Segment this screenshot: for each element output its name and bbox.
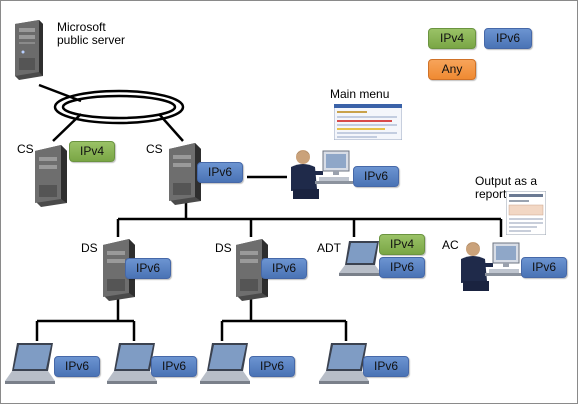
adt-ipv6-badge: IPv6 (379, 257, 425, 278)
main-menu-screenshot-icon (333, 103, 403, 145)
ring-to-cs-right-line (158, 113, 184, 142)
cs-left-label: CS (17, 142, 34, 156)
cs-left-badge: IPv4 (69, 141, 115, 162)
laptop-1-icon (5, 341, 57, 390)
laptop-4-badge: IPv6 (363, 356, 409, 377)
ms-server-label: Microsoft public server (57, 20, 126, 47)
laptop-1-badge: IPv6 (54, 356, 100, 377)
legend-ipv6: IPv6 (484, 28, 532, 49)
laptop-4-icon (319, 341, 371, 390)
operator-badge: IPv6 (353, 166, 399, 187)
laptop-2-badge: IPv6 (151, 356, 197, 377)
ds-right-label: DS (215, 241, 232, 255)
internet-ring-inner (61, 94, 177, 120)
legend-any: Any (428, 59, 476, 80)
cs-right-server-icon (165, 141, 205, 210)
ring-to-cs-left-line (52, 113, 82, 142)
ac-badge: IPv6 (521, 257, 567, 278)
adt-label: ADT (317, 241, 341, 255)
legend-ipv4: IPv4 (428, 28, 476, 49)
laptop-3-badge: IPv6 (249, 356, 295, 377)
adt-laptop-icon (339, 239, 383, 282)
ds-right-badge: IPv6 (261, 258, 307, 279)
main-menu-label: Main menu (330, 87, 390, 101)
output-report-label: Output as a report (475, 174, 538, 201)
ds-left-label: DS (81, 241, 98, 255)
server-to-ring-line (38, 83, 82, 103)
server-icon (11, 18, 45, 85)
cs-right-badge: IPv6 (197, 162, 243, 183)
adt-ipv4-badge: IPv4 (379, 234, 425, 255)
cs-right-label: CS (146, 142, 163, 156)
report-document-icon (505, 190, 547, 240)
ac-operator-workstation-icon (455, 237, 527, 298)
laptop-2-icon (107, 341, 159, 390)
ac-label: AC (442, 238, 459, 252)
laptop-3-icon (200, 341, 252, 390)
ds-left-badge: IPv6 (125, 258, 171, 279)
ds-left-server-icon (99, 237, 139, 306)
operator-workstation-icon (285, 145, 357, 208)
cs-left-server-icon (31, 143, 71, 212)
internet-ring-outer (53, 89, 185, 125)
